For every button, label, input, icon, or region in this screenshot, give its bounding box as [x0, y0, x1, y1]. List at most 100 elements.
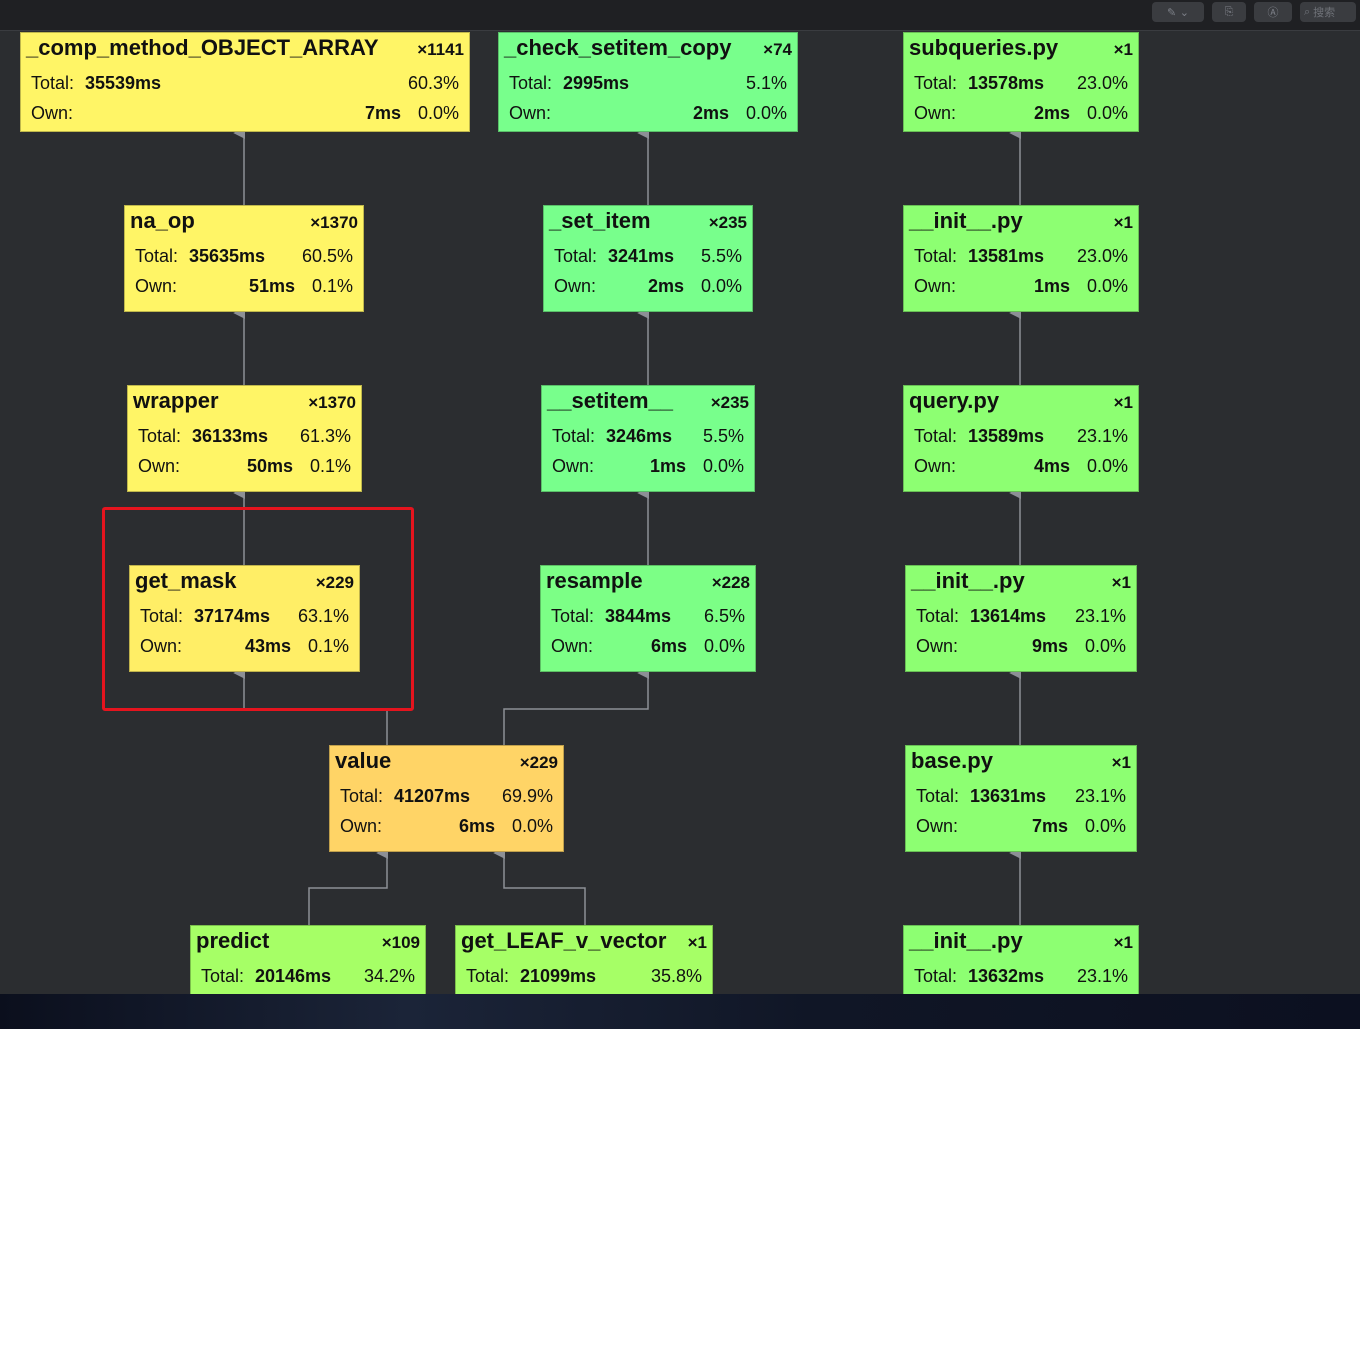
call-count: ×1 [1113, 40, 1133, 59]
total-percent: 61.3% [299, 426, 351, 446]
highlight-annotation-box [102, 507, 414, 711]
own-ms: 51ms [248, 276, 295, 296]
function-name: base.py [911, 748, 993, 773]
total-label: Total: [552, 426, 596, 446]
node-header: _set_item ×235 [549, 208, 747, 234]
call-count: ×229 [519, 753, 558, 772]
node-comp[interactable]: _comp_method_OBJECT_ARRAY ×1141 Total: 3… [20, 32, 470, 132]
own-label: Own: [140, 636, 183, 656]
call-count: ×1 [1113, 933, 1133, 952]
share-icon: ⎘ [1224, 5, 1234, 18]
own-percent: 0.0% [417, 103, 459, 123]
own-label: Own: [551, 636, 594, 656]
node-value[interactable]: value ×229 Total: 41207ms 69.9% Own: 6ms… [329, 745, 564, 852]
own-ms: 43ms [244, 636, 291, 656]
function-name: __init__.py [909, 208, 1023, 233]
own-percent: 0.0% [1086, 276, 1128, 296]
call-count: ×1 [1111, 573, 1131, 592]
own-ms: 7ms [364, 103, 401, 123]
node-resample[interactable]: resample ×228 Total: 3844ms 6.5% Own: 6m… [540, 565, 756, 672]
node-setitem1[interactable]: _set_item ×235 Total: 3241ms 5.5% Own: 2… [543, 205, 753, 312]
total-percent: 23.1% [1074, 606, 1126, 626]
total-label: Total: [509, 73, 553, 93]
total-ms: 13589ms [968, 426, 1045, 446]
own-label: Own: [916, 636, 959, 656]
own-percent: 0.0% [1084, 816, 1126, 836]
search-field[interactable]: ⌕ 搜索 [1300, 2, 1356, 22]
own-percent: 0.0% [702, 456, 744, 476]
call-count: ×1370 [310, 213, 358, 232]
function-name: __setitem__ [547, 388, 673, 413]
node-header: na_op ×1370 [130, 208, 358, 234]
node-init2[interactable]: __init__.py ×1 Total: 13614ms 23.1% Own:… [905, 565, 1137, 672]
total-percent: 23.1% [1076, 426, 1128, 446]
toolbar: ✎ ⌄ ⎘ Ⓐ ⌕ 搜索 [0, 0, 1360, 31]
function-name: __init__.py [909, 928, 1023, 953]
call-count: ×74 [763, 40, 792, 59]
own-label: Own: [138, 456, 181, 476]
total-ms: 13614ms [970, 606, 1047, 626]
call-count: ×1 [1111, 753, 1131, 772]
node-header: wrapper ×1370 [133, 388, 356, 414]
node-query[interactable]: query.py ×1 Total: 13589ms 23.1% Own: 4m… [903, 385, 1139, 492]
function-name: value [335, 748, 392, 773]
node-header: get_mask ×229 [135, 568, 354, 594]
call-count: ×235 [708, 213, 747, 232]
total-ms: 13632ms [968, 966, 1045, 986]
total-ms: 41207ms [394, 786, 471, 806]
node-subq[interactable]: subqueries.py ×1 Total: 13578ms 23.0% Ow… [903, 32, 1139, 132]
own-percent: 0.0% [700, 276, 742, 296]
total-label: Total: [466, 966, 510, 986]
total-label: Total: [340, 786, 384, 806]
call-graph-edges [233, 127, 1022, 925]
call-count: ×228 [711, 573, 750, 592]
node-wrap[interactable]: wrapper ×1370 Total: 36133ms 61.3% Own: … [127, 385, 362, 492]
function-name: __init__.py [911, 568, 1025, 593]
own-label: Own: [914, 456, 957, 476]
own-percent: 0.0% [1084, 636, 1126, 656]
node-header: resample ×228 [546, 568, 750, 594]
call-count: ×1141 [417, 40, 464, 59]
total-ms: 36133ms [192, 426, 269, 446]
function-name: get_LEAF_v_vector [461, 928, 667, 953]
own-ms: 9ms [1031, 636, 1068, 656]
total-percent: 60.3% [407, 73, 459, 93]
node-header: base.py ×1 [911, 748, 1131, 774]
node-getleaf[interactable]: get_LEAF_v_vector ×1 Total: 21099ms 35.8… [455, 925, 713, 994]
total-ms: 20146ms [255, 966, 332, 986]
call-count: ×1 [1113, 393, 1133, 412]
total-percent: 5.5% [700, 246, 742, 266]
own-ms: 6ms [458, 816, 495, 836]
node-naop[interactable]: na_op ×1370 Total: 35635ms 60.5% Own: 51… [124, 205, 364, 312]
total-label: Total: [914, 73, 958, 93]
own-label: Own: [509, 103, 552, 123]
own-percent: 0.0% [1086, 456, 1128, 476]
node-header: __init__.py ×1 [911, 568, 1131, 594]
node-init1[interactable]: __init__.py ×1 Total: 13581ms 23.0% Own:… [903, 205, 1139, 312]
node-getmask[interactable]: get_mask ×229 Total: 37174ms 63.1% Own: … [129, 565, 360, 672]
own-ms: 2ms [1033, 103, 1070, 123]
total-label: Total: [140, 606, 184, 626]
total-percent: 5.1% [745, 73, 787, 93]
function-name: na_op [130, 208, 195, 233]
node-base[interactable]: base.py ×1 Total: 13631ms 23.1% Own: 7ms… [905, 745, 1137, 852]
node-chk[interactable]: _check_setitem_copy ×74 Total: 2995ms 5.… [498, 32, 798, 132]
node-setitem2[interactable]: __setitem__ ×235 Total: 3246ms 5.5% Own:… [541, 385, 755, 492]
call-graph-window: ✎ ⌄ ⎘ Ⓐ ⌕ 搜索 _comp_method_OBJECT_ARRAY ×… [0, 0, 1360, 994]
function-name: wrapper [133, 388, 219, 413]
total-percent: 69.9% [501, 786, 553, 806]
own-ms: 1ms [649, 456, 686, 476]
total-ms: 2995ms [563, 73, 630, 93]
accessibility-button[interactable]: Ⓐ [1254, 2, 1292, 22]
total-ms: 37174ms [194, 606, 271, 626]
node-header: value ×229 [335, 748, 558, 774]
own-label: Own: [554, 276, 597, 296]
total-percent: 23.1% [1076, 966, 1128, 986]
search-icon: ⌕ [1304, 5, 1311, 18]
node-init3[interactable]: __init__.py ×1 Total: 13632ms 23.1% [903, 925, 1139, 994]
share-button[interactable]: ⎘ [1212, 2, 1246, 22]
annotate-dropdown-button[interactable]: ✎ ⌄ [1152, 2, 1204, 22]
own-ms: 2ms [647, 276, 684, 296]
node-predict[interactable]: predict ×109 Total: 20146ms 34.2% [190, 925, 426, 994]
call-count: ×229 [315, 573, 354, 592]
